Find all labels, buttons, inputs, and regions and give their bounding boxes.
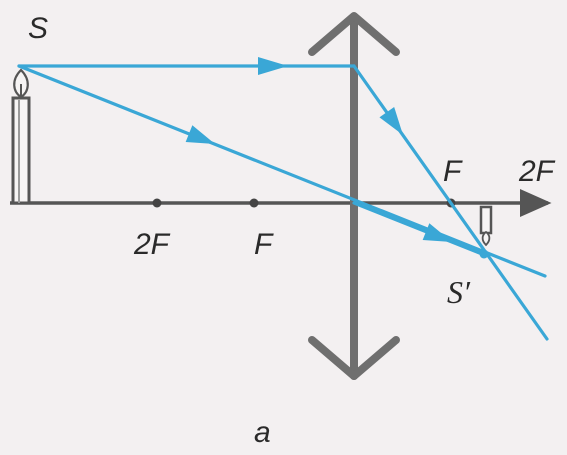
object-candle — [11, 68, 31, 205]
label-f-right: F — [443, 155, 462, 188]
converging-lens — [308, 12, 400, 380]
arrow-parallel-ray — [258, 57, 288, 75]
caption: a — [254, 416, 271, 449]
ray-arrows — [185, 57, 452, 242]
rays — [17, 64, 549, 341]
image-point — [479, 249, 489, 259]
label-source: S — [28, 12, 49, 45]
point-f-left — [249, 198, 259, 208]
label-f-left: F — [254, 228, 273, 261]
image-candle — [479, 205, 493, 247]
label-2f-right: 2F — [519, 155, 555, 188]
point-2f-left — [152, 198, 162, 208]
label-2f-left: 2F — [134, 228, 170, 261]
ray-central — [17, 64, 547, 278]
arrow-lower-ray — [422, 223, 452, 242]
ray-focal-refracted — [352, 201, 484, 256]
arrow-refracted-ray — [379, 106, 403, 135]
label-image: S′ — [447, 274, 470, 310]
ray-parallel-refracted — [352, 64, 549, 341]
arrow-central-ray — [185, 125, 215, 144]
